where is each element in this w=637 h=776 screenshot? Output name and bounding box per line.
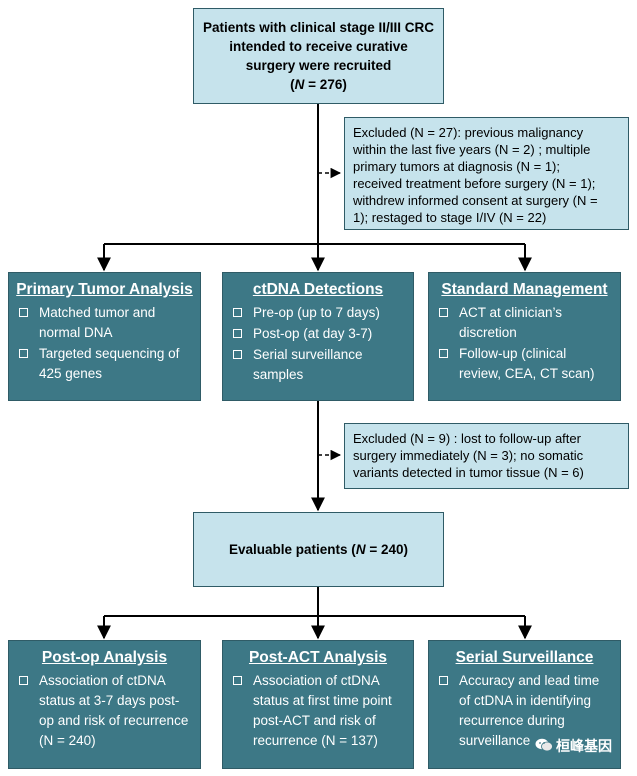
list-item: Matched tumor and normal DNA	[19, 303, 192, 343]
excluded2-line: variants detected in tumor tissue (N = 6…	[353, 465, 584, 480]
list-item: Accuracy and lead time of ctDNA in ident…	[439, 671, 612, 751]
list-item: Serial surveillance samples	[233, 345, 405, 385]
list-item: ACT at clinician’s discretion	[439, 303, 612, 343]
checkbox-square-icon	[19, 349, 28, 358]
primary-tumor-title: Primary Tumor Analysis	[16, 281, 193, 298]
checkbox-square-icon	[19, 676, 28, 685]
checkbox-square-icon	[439, 349, 448, 358]
checkbox-square-icon	[439, 308, 448, 317]
checkbox-square-icon	[233, 676, 242, 685]
excluded2-line: surgery immediately (N = 3); no somatic	[353, 448, 584, 463]
recruit-count: (N = 276)	[290, 77, 347, 92]
list-item: Association of ctDNA status at first tim…	[233, 671, 405, 751]
watermark-text: 桓峰基因	[556, 738, 612, 754]
excluded1-line: within the last five years (N = 2) ; mul…	[353, 142, 591, 157]
list-item: Post-op (at day 3-7)	[233, 324, 405, 344]
excluded1-line: withdrew informed consent at surgery (N …	[353, 193, 598, 208]
list-item: Targeted sequencing of 425 genes	[19, 344, 192, 384]
postop-analysis-box: Post-op Analysis Association of ctDNA st…	[8, 640, 201, 769]
postop-analysis-title: Post-op Analysis	[41, 649, 168, 666]
excluded1-line: received treatment before surgery (N = 1…	[353, 176, 596, 191]
recruit-line3: surgery were recruited	[245, 58, 392, 73]
list-item: Association of ctDNA status at 3-7 days …	[19, 671, 192, 751]
postact-analysis-box: Post-ACT Analysis Association of ctDNA s…	[222, 640, 414, 769]
checkbox-square-icon	[439, 676, 448, 685]
checkbox-square-icon	[233, 308, 242, 317]
standard-management-box: Standard Management ACT at clinician’s d…	[428, 272, 621, 401]
primary-tumor-box: Primary Tumor Analysis Matched tumor and…	[8, 272, 201, 401]
ctdna-detections-box: ctDNA Detections Pre-op (up to 7 days) P…	[222, 272, 414, 401]
excluded2-line: Excluded (N = 9) : lost to follow-up aft…	[353, 431, 581, 446]
recruit-line1: Patients with clinical stage II/III CRC	[202, 20, 435, 35]
excluded-box-2: Excluded (N = 9) : lost to follow-up aft…	[344, 423, 629, 489]
list-item: Follow-up (clinical review, CEA, CT scan…	[439, 344, 612, 384]
excluded1-line: 1); restaged to stage I/IV (N = 22)	[353, 210, 547, 225]
checkbox-square-icon	[233, 350, 242, 359]
evaluable-label: Evaluable patients (N = 240)	[229, 542, 408, 557]
checkbox-square-icon	[233, 329, 242, 338]
recruit-line2: intended to receive curative	[229, 39, 408, 54]
evaluable-patients-box: Evaluable patients (N = 240)	[193, 512, 444, 587]
wechat-logo-icon	[535, 738, 553, 752]
excluded1-line: primary tumors at diagnosis (N = 1);	[353, 159, 560, 174]
checkbox-square-icon	[19, 308, 28, 317]
ctdna-detections-title: ctDNA Detections	[252, 281, 384, 298]
excluded1-line: Excluded (N = 27): previous malignancy	[353, 125, 584, 140]
excluded-box-1: Excluded (N = 27): previous malignancy w…	[344, 117, 629, 230]
serial-surveillance-box: Serial Surveillance Accuracy and lead ti…	[428, 640, 621, 769]
standard-management-title: Standard Management	[441, 281, 608, 298]
postact-analysis-title: Post-ACT Analysis	[248, 649, 388, 666]
list-item: Pre-op (up to 7 days)	[233, 303, 405, 323]
serial-surveillance-title: Serial Surveillance	[455, 649, 594, 666]
recruited-patients-box: Patients with clinical stage II/III CRC …	[193, 8, 444, 104]
